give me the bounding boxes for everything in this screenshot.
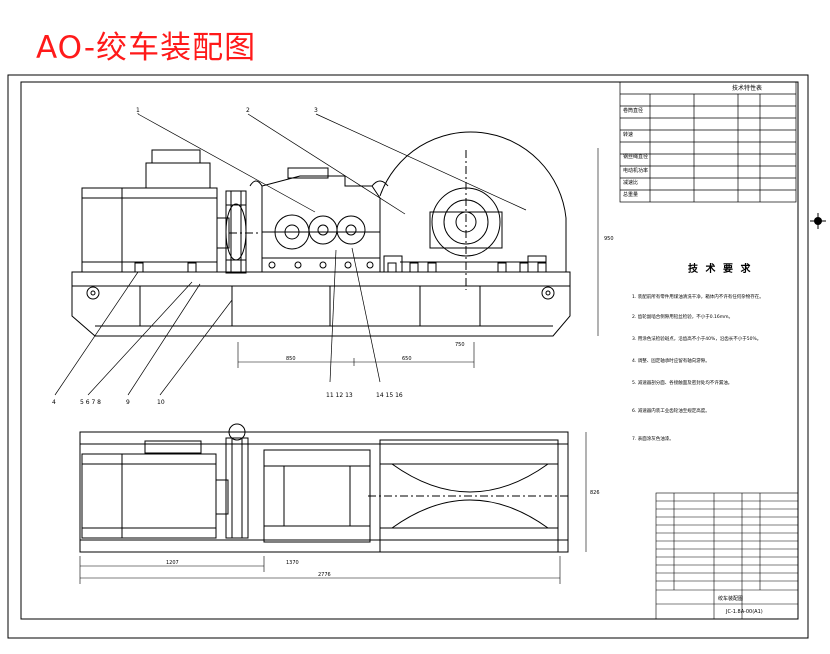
title-block-name: 绞车装配图 [718, 595, 743, 602]
spec-row-2: 转速 [623, 131, 633, 138]
reducer-plan [263, 449, 371, 543]
spec-row-4: 电动机功率 [623, 167, 648, 174]
balloon-1: 1 [136, 107, 140, 114]
reducer-front [249, 167, 389, 273]
plan-view [79, 423, 587, 584]
title-block [655, 492, 799, 620]
registration-mark-icon [810, 213, 826, 229]
dim-front-w3: 750 [455, 342, 465, 348]
leader-lines [54, 113, 527, 396]
spec-table [619, 81, 797, 203]
drawing-title: AO-绞车装配图 [36, 30, 257, 66]
front-dimensions [237, 148, 599, 368]
spec-row-5: 减速比 [623, 179, 638, 186]
base-bolts [134, 262, 547, 273]
motor-front [81, 149, 258, 273]
balloon-3: 3 [314, 107, 318, 114]
plan-base-outline [79, 431, 569, 553]
title-block-drawing-no: JC-1.8A-00(A1) [725, 609, 763, 615]
drum-plan [368, 439, 570, 553]
note-1: 1. 装配前所有零件用煤油清洗干净，箱体内不许有任何杂物存在。 [632, 293, 764, 300]
note-5: 5. 减速器剖分面、各接触面及密封处均不许漏油。 [632, 379, 732, 386]
brake-plan [225, 423, 249, 539]
brake-front [225, 190, 247, 274]
note-4: 4. 调整、固定轴承时应留有轴向游隙。 [632, 357, 710, 364]
spec-table-heading: 技术特性表 [732, 84, 762, 92]
balloon-4: 4 [52, 399, 56, 406]
balloon-14-16: 14 15 16 [376, 392, 403, 399]
notes-heading: 技 术 要 求 [688, 262, 752, 275]
base-bolt-hole-right [541, 286, 555, 300]
spec-row-3: 钢丝绳直径 [623, 153, 648, 160]
front-elevation-view [54, 113, 599, 396]
note-3: 3. 用涂色法检验斑点，沿齿高不小于40%，沿齿长不小于50%。 [632, 335, 761, 342]
plan-dimensions [79, 432, 587, 584]
dim-plan-total: 2776 [318, 572, 331, 578]
spec-row-6: 总重量 [623, 191, 638, 198]
inner-border [20, 81, 799, 620]
dim-plan-w2: 1370 [286, 560, 299, 566]
note-7: 7. 表面涂灰色油漆。 [632, 435, 674, 442]
motor-plan [81, 440, 229, 539]
balloon-5-8: 5 6 7 8 [80, 399, 101, 406]
balloon-2: 2 [246, 107, 250, 114]
balloon-9: 9 [126, 399, 130, 406]
note-2: 2. 齿轮副啮合侧隙用铅丝检验，不小于0.16mm。 [632, 313, 733, 320]
spec-row-1: 卷筒直径 [623, 107, 643, 114]
note-6: 6. 减速器内装工业齿轮油至规定高度。 [632, 407, 710, 414]
balloon-10: 10 [157, 399, 165, 406]
dim-plan-height: 826 [590, 490, 600, 496]
dim-front-w2: 650 [402, 356, 412, 362]
dim-front-w1: 850 [286, 356, 296, 362]
base-bolt-hole-left [86, 286, 100, 300]
balloon-11-13: 11 12 13 [326, 392, 353, 399]
dim-plan-w1: 1207 [166, 560, 179, 566]
base-frame [71, 271, 571, 337]
outer-border [7, 74, 809, 639]
dim-front-height: 950 [604, 236, 614, 242]
